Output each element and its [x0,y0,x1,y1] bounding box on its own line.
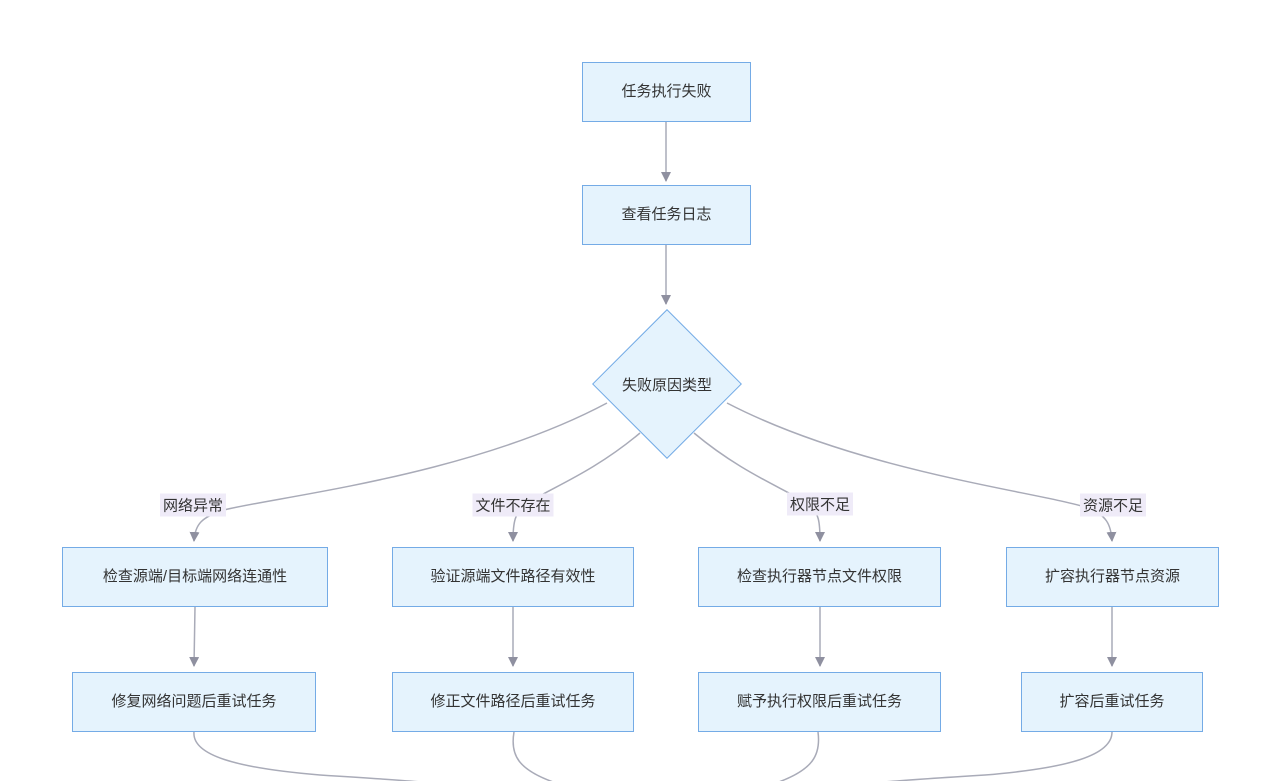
decision-label: 失败原因类型 [621,376,712,394]
edge-retry-permission-offscreen [779,731,820,781]
edge-label-file-not-exist: 文件不存在 [472,493,554,517]
edge-retry-network-offscreen [193,731,419,781]
node-retry-after-permission-grant: 赋予执行权限后重试任务 [698,672,941,732]
edge-check-network-to-retry [189,606,200,667]
edge-retry-scaled-offscreen [886,731,1113,781]
node-retry-after-network-fix: 修复网络问题后重试任务 [72,672,316,732]
node-check-permission: 检查执行器节点文件权限 [698,547,941,607]
node-check-file-path: 验证源端文件路径有效性 [392,547,634,607]
edge-decision-to-check-file-path [508,432,641,542]
edge-retry-file-path-offscreen [512,731,553,781]
edge-decision-to-check-network [189,402,608,542]
node-scale-resources: 扩容执行器节点资源 [1006,547,1219,607]
edge-decision-to-check-permission [693,432,825,542]
edge-decision-to-scale-resources [726,402,1117,542]
node-retry-after-path-fix: 修正文件路径后重试任务 [392,672,634,732]
node-failure-type-decision: 失败原因类型 [592,309,742,459]
edge-label-insufficient-resources: 资源不足 [1079,493,1147,517]
edge-label-insufficient-permission: 权限不足 [786,492,854,516]
node-check-network: 检查源端/目标端网络连通性 [62,547,328,607]
node-task-failed: 任务执行失败 [582,62,751,122]
edge-label-network-error: 网络异常 [159,493,227,517]
node-retry-after-scale: 扩容后重试任务 [1021,672,1203,732]
node-view-logs: 查看任务日志 [582,185,751,245]
